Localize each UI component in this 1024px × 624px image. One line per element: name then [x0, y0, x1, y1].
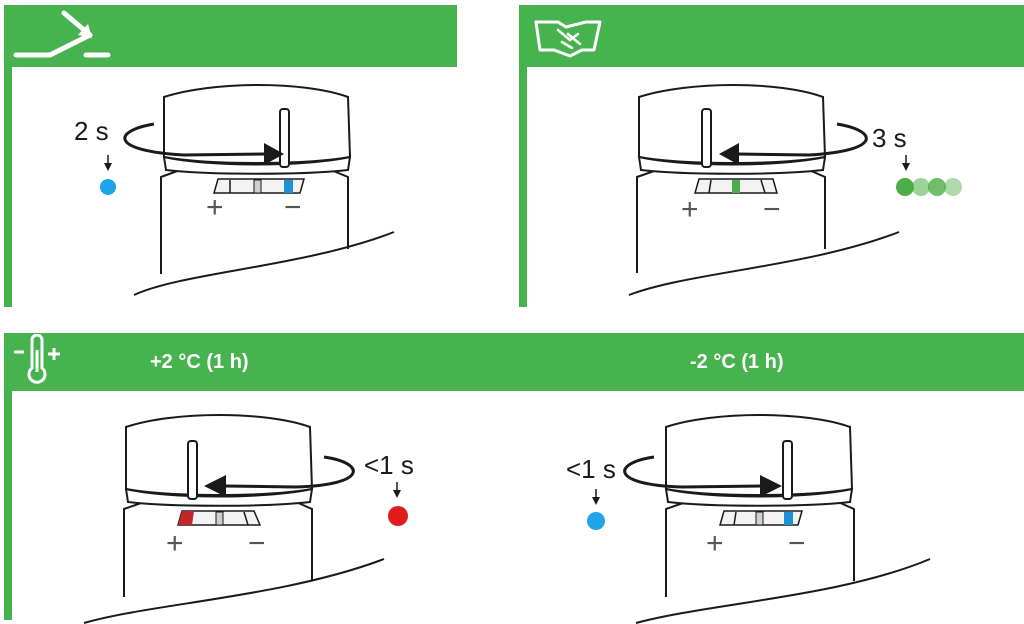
panel-boost-header-band	[4, 333, 1024, 391]
hold-duration-label: 3 s	[872, 123, 907, 153]
plus-sign: +	[206, 191, 224, 224]
scale-ring	[213, 178, 305, 194]
decrease-duration-label: <1 s	[566, 454, 616, 484]
cap-indicator-line	[782, 440, 793, 500]
plus-sign: +	[681, 193, 699, 226]
hold-duration-label: 2 s	[74, 116, 109, 146]
valve-illustration-increase: + −	[83, 414, 408, 624]
panel-reset-header-band	[4, 5, 457, 67]
plus-sign: +	[166, 527, 184, 560]
panel-reset-left-stripe	[4, 5, 12, 307]
thermometer-plus-minus-icon	[14, 334, 60, 384]
minus-sign: −	[284, 191, 302, 224]
rotation-arrow-clockwise	[623, 455, 763, 489]
valve-cap	[665, 414, 854, 496]
hand-outline	[83, 558, 385, 624]
scale-ring	[177, 510, 262, 526]
cap-indicator-line	[701, 108, 712, 168]
rotation-arrow-counterclockwise	[736, 122, 868, 157]
panel-boost-left-stripe	[4, 333, 12, 620]
scale-marker	[732, 180, 740, 193]
scale-ring	[694, 178, 778, 194]
cap-indicator-line	[279, 108, 290, 168]
press-switch-icon	[13, 10, 111, 58]
panel-pairing-left-stripe	[519, 5, 527, 307]
minus-sign: −	[788, 527, 806, 560]
plus-sign: +	[706, 527, 724, 560]
led-red	[388, 506, 408, 526]
increase-duration-label: <1 s	[364, 450, 414, 480]
hand-outline	[133, 231, 395, 296]
hand-outline	[635, 558, 931, 624]
cap-indicator-line	[187, 440, 198, 500]
decrease-title: -2 °C (1 h)	[690, 351, 784, 373]
led-blue	[587, 512, 605, 530]
led-green-blinking	[896, 178, 962, 196]
valve-cap	[163, 84, 352, 164]
panel-pairing-header-band	[519, 5, 1024, 67]
valve-illustration-pairing: + −	[628, 84, 962, 296]
rotation-arrow-counterclockwise	[223, 455, 355, 489]
scale-marker	[284, 180, 293, 193]
scale-marker	[784, 512, 793, 525]
minus-sign: −	[248, 527, 266, 560]
valve-illustration-decrease: + −	[587, 414, 931, 624]
increase-title: +2 °C (1 h)	[150, 351, 249, 373]
scale-ring	[719, 510, 803, 526]
minus-sign: −	[763, 193, 781, 226]
scale-marker	[178, 511, 194, 525]
valve-illustration-reset: + −	[100, 84, 395, 296]
rotation-arrow-clockwise	[123, 122, 267, 157]
handshake-icon	[534, 20, 602, 58]
hand-outline	[628, 231, 900, 296]
led-blue	[100, 179, 116, 195]
